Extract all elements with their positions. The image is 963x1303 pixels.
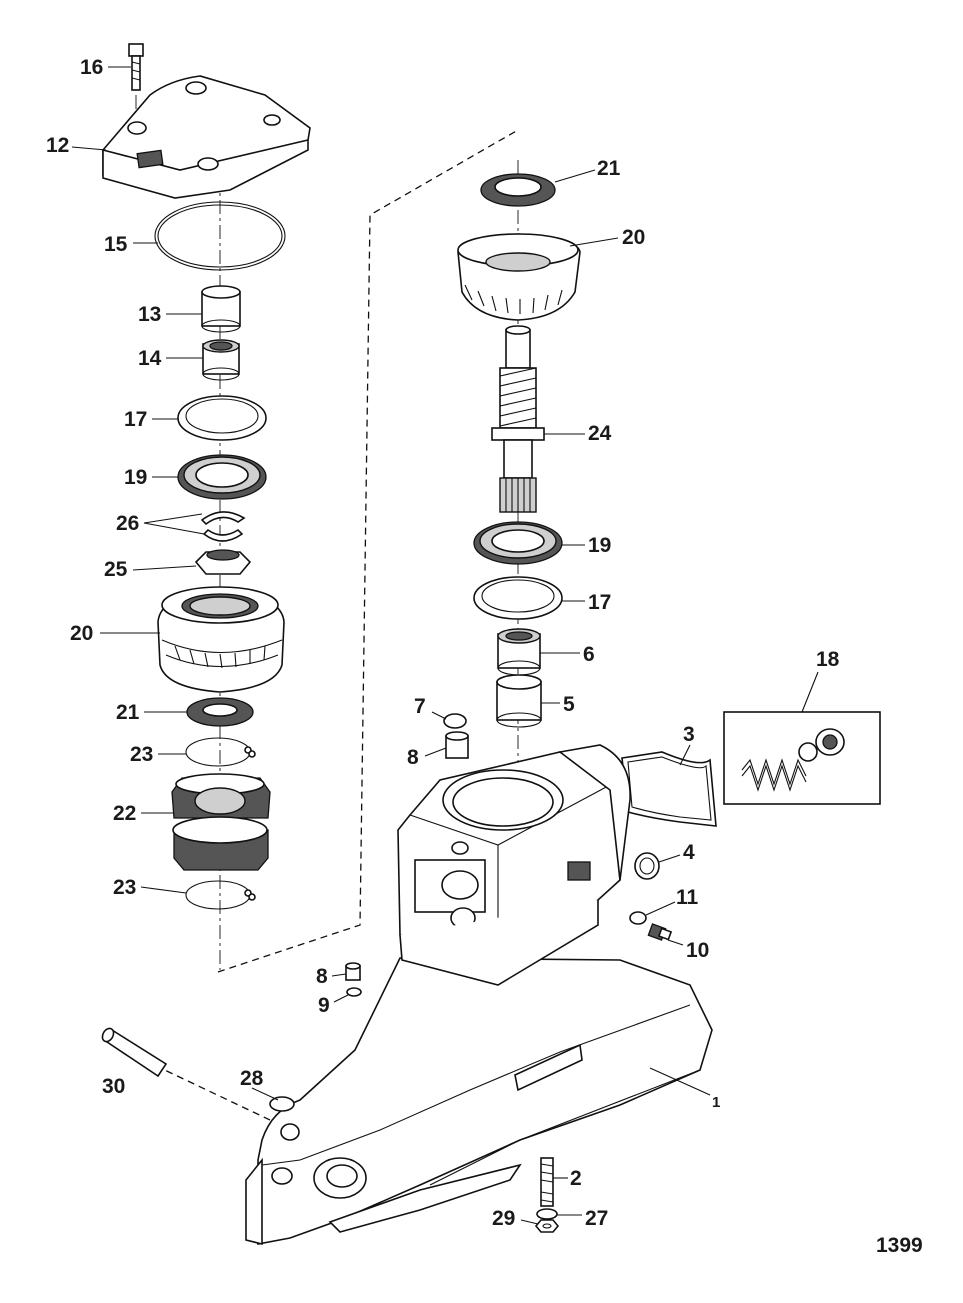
- callout-28: 28: [240, 1067, 264, 1090]
- part-20-gear-left: [157, 586, 285, 693]
- callout-2: 2: [570, 1167, 582, 1190]
- callout-1: 1: [712, 1094, 720, 1111]
- part-29-nut: [534, 1219, 560, 1233]
- part-28-washer: [269, 1096, 295, 1112]
- callout-18: 18: [816, 648, 840, 671]
- part-14-needle-bearing: [202, 339, 240, 381]
- callout-16: 16: [80, 56, 103, 79]
- part-16-screw: [128, 43, 144, 91]
- callout-6: 6: [583, 643, 595, 666]
- callout-20-left: 20: [70, 622, 93, 645]
- callout-labels: 16 12 15 13 14 17 19 26 25 20 21 23 22 2…: [46, 56, 923, 1257]
- part-23-snap-ring-upper: [185, 737, 256, 767]
- part-7-o-ring: [443, 713, 467, 729]
- callout-24: 24: [588, 422, 612, 445]
- part-2-stud: [540, 1157, 554, 1207]
- part-18-kit: [723, 711, 881, 805]
- part-15-o-ring: [154, 201, 286, 271]
- part-22-clutch: [171, 773, 271, 871]
- callout-8-lower: 8: [316, 965, 328, 988]
- callout-23-lower: 23: [113, 876, 136, 899]
- part-1-gear-housing: [245, 744, 713, 1246]
- part-27-washer: [536, 1208, 558, 1220]
- callout-9: 9: [318, 994, 330, 1017]
- callout-26: 26: [116, 512, 139, 535]
- callout-23-upper: 23: [130, 743, 153, 766]
- part-6-needle-bearing: [497, 628, 541, 676]
- callout-19-right: 19: [588, 534, 611, 557]
- callout-21-left: 21: [116, 701, 140, 724]
- callout-30: 30: [102, 1075, 125, 1098]
- part-3-gasket: [621, 751, 717, 827]
- part-8-dowel-upper: [445, 731, 469, 759]
- part-19-thrust-bearing-left: [177, 454, 267, 500]
- callout-13: 13: [138, 303, 161, 326]
- callout-29: 29: [492, 1207, 515, 1230]
- part-25-bearing-cup: [194, 549, 252, 575]
- callout-4: 4: [683, 841, 695, 864]
- part-19-thrust-bearing-right: [473, 521, 563, 565]
- part-11-washer: [629, 911, 647, 925]
- callout-21-right: 21: [597, 157, 621, 180]
- part-17-washer-right: [473, 576, 563, 620]
- part-8-dowel-lower: [345, 962, 361, 981]
- callout-10: 10: [686, 939, 709, 962]
- part-13-sleeve: [201, 285, 241, 333]
- callout-20-right: 20: [622, 226, 645, 249]
- callout-8-upper: 8: [407, 746, 419, 769]
- callout-22: 22: [113, 802, 136, 825]
- part-26-retainer-halves: [200, 511, 246, 542]
- part-17-washer-left: [177, 395, 267, 441]
- callout-27: 27: [585, 1207, 608, 1230]
- part-23-snap-ring-lower: [185, 880, 256, 910]
- callout-12: 12: [46, 134, 69, 157]
- part-10-plug: [647, 923, 673, 941]
- callout-14: 14: [138, 347, 162, 370]
- leader-lines: [71, 66, 819, 1225]
- figure-number: 1399: [876, 1234, 923, 1257]
- part-4-o-ring: [634, 852, 660, 880]
- callout-15: 15: [104, 233, 128, 256]
- part-24-drive-shaft: [491, 325, 545, 513]
- part-30-pin: [101, 1027, 168, 1078]
- part-9-o-ring: [346, 987, 362, 997]
- part-5-sleeve: [496, 674, 542, 728]
- callout-3: 3: [683, 723, 695, 746]
- part-21-seal-right: [480, 173, 556, 207]
- callout-7: 7: [414, 695, 426, 718]
- callout-11: 11: [676, 886, 699, 909]
- part-21-seal-left: [186, 697, 254, 727]
- callout-17-left: 17: [124, 408, 147, 431]
- callout-5: 5: [563, 693, 575, 716]
- part-12-cover: [102, 75, 311, 199]
- callout-19-left: 19: [124, 466, 147, 489]
- callout-25: 25: [104, 558, 128, 581]
- assembly-path-line: [217, 129, 519, 973]
- callout-17-right: 17: [588, 591, 611, 614]
- part-20-gear-right: [457, 233, 581, 321]
